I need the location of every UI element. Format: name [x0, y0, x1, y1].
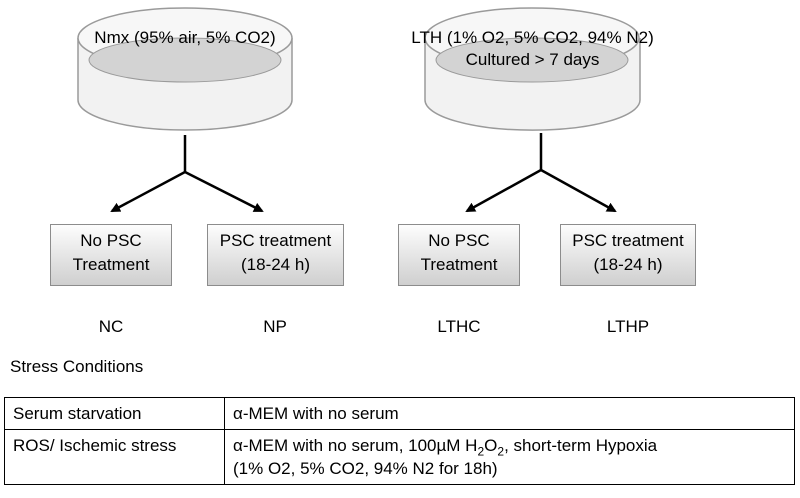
group-label-nc: NC: [98, 317, 124, 336]
dish-label-nmx-line1: Nmx (95% air, 5% CO2): [94, 28, 276, 47]
box-psc-nmx: PSC treatment (18-24 h): [207, 224, 344, 286]
box-line2: Treatment: [72, 255, 150, 274]
split-arrow-left: [110, 135, 264, 213]
stress-conditions-title: Stress Conditions: [10, 357, 144, 376]
box-no-psc-lth: No PSC Treatment: [398, 224, 520, 286]
box-line1: No PSC: [80, 231, 142, 250]
dish-label-lth-line1: LTH (1% O2, 5% CO2, 94% N2): [411, 28, 654, 47]
medium-sub-2: 2: [497, 444, 505, 459]
medium-sub-1: 2: [477, 444, 485, 459]
table-row: ROS/ Ischemic stress α-MEM with no serum…: [4, 429, 795, 485]
box-line2: (18-24 h): [241, 255, 310, 274]
box-line2: (18-24 h): [593, 255, 663, 274]
group-label-lthp: LTHP: [606, 317, 650, 336]
box-line2: Treatment: [420, 255, 498, 274]
box-line1: PSC treatment: [219, 231, 332, 250]
box-psc-lth: PSC treatment (18-24 h): [560, 224, 696, 286]
box-no-psc-nmx: No PSC Treatment: [50, 224, 172, 286]
group-label-lthc: LTHC: [437, 317, 481, 336]
dish-label-nmx: Nmx (95% air, 5% CO2): [70, 27, 300, 49]
box-line1: PSC treatment: [572, 231, 684, 250]
table-cell-condition: ROS/ Ischemic stress: [4, 429, 225, 485]
box-line1: No PSC: [428, 231, 490, 250]
petri-dish-lth: [424, 7, 641, 131]
table-cell-medium: α-MEM with no serum, 100µM H2O2, short-t…: [224, 429, 795, 485]
dish-label-lth-line2: Cultured > 7 days: [465, 50, 600, 69]
stress-conditions-table: Serum starvation α-MEM with no serum ROS…: [4, 397, 795, 485]
split-arrow-right: [465, 133, 617, 213]
petri-dish-nmx: [77, 7, 293, 131]
medium-text-line2: (1% O2, 5% CO2, 94% N2 for 18h): [233, 459, 498, 478]
medium-text-mid: O: [484, 436, 498, 455]
table-row: Serum starvation α-MEM with no serum: [4, 397, 795, 430]
table-cell-condition: Serum starvation: [4, 397, 225, 430]
medium-text-pre: α-MEM with no serum, 100µM H: [233, 436, 478, 455]
table-cell-medium: α-MEM with no serum: [224, 397, 795, 430]
dish-label-lth: LTH (1% O2, 5% CO2, 94% N2) Cultured > 7…: [400, 27, 665, 71]
group-label-np: NP: [263, 317, 287, 336]
medium-text-post: , short-term Hypoxia: [504, 436, 658, 455]
